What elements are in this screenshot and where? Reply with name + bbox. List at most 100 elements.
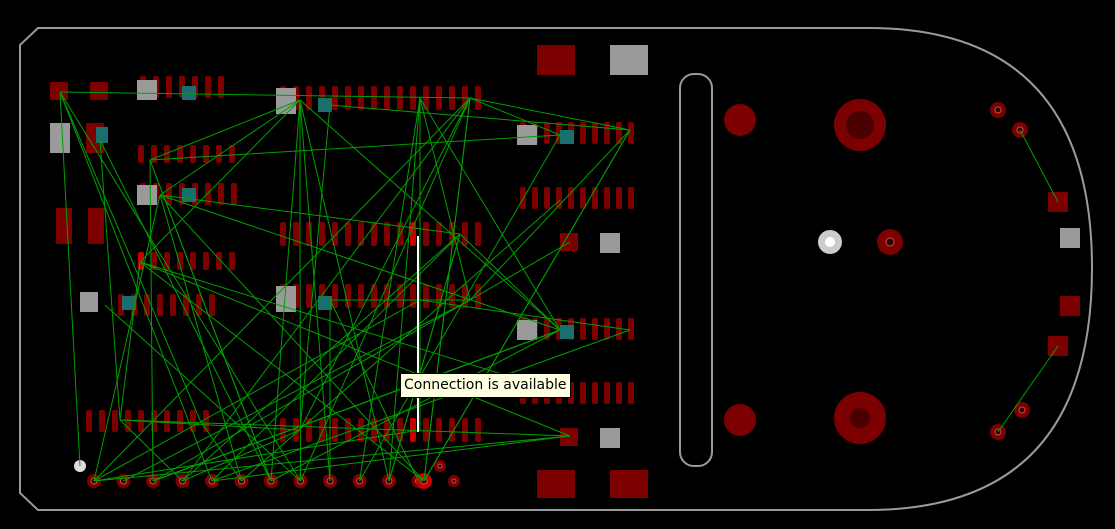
ratsnest-line (59, 91, 213, 482)
ic-pin (628, 382, 634, 404)
mounting-pad (724, 404, 756, 436)
ic-pin (209, 294, 215, 316)
ic-pin (229, 252, 235, 270)
ic-pin (580, 187, 586, 209)
pad (90, 82, 108, 100)
ratsnest-line (149, 159, 154, 482)
ic-pin (423, 86, 429, 110)
ic-pin (371, 284, 377, 308)
ratsnest-line (139, 261, 561, 393)
ic-pin (319, 222, 325, 246)
ic-pin (628, 187, 634, 209)
ratsnest-line (469, 241, 571, 301)
ic-pin (544, 122, 550, 144)
ratsnest-line (149, 159, 272, 482)
ratsnest-line (159, 194, 425, 482)
ratsnest-line (299, 234, 301, 482)
ratsnest-line (359, 97, 421, 482)
ratsnest-line (469, 97, 631, 131)
pad (560, 428, 578, 446)
pad (96, 127, 108, 143)
pads-layer (50, 45, 1080, 498)
ic-pin (112, 410, 118, 432)
ratsnest-line (93, 299, 421, 482)
ic-pin (397, 284, 403, 308)
pad (537, 45, 575, 75)
ic-pin (332, 284, 338, 308)
ic-pin (280, 418, 286, 442)
ic-pin (604, 187, 610, 209)
ic-pin (203, 252, 209, 270)
ic-pin (345, 86, 351, 110)
ic-pin (144, 294, 150, 316)
ratsnest-line (211, 435, 571, 482)
pad (560, 130, 574, 144)
ic-pin (475, 222, 481, 246)
ratsnest-line (182, 97, 471, 482)
ic-pin (358, 284, 364, 308)
pad (537, 470, 575, 498)
ratsnest-line (388, 233, 461, 482)
ic-pin (218, 76, 224, 98)
ratsnest-line (93, 194, 161, 482)
ic-pin (449, 284, 455, 308)
ic-pin (138, 145, 144, 163)
ratsnest-line (182, 429, 301, 482)
ratsnest-line (423, 129, 631, 482)
mounting-hole (825, 237, 835, 247)
ic-pin (628, 122, 634, 144)
ic-pin (592, 318, 598, 340)
ic-pin (229, 145, 235, 163)
ic-pin (475, 418, 481, 442)
ic-pin (99, 410, 105, 432)
pad (517, 320, 537, 340)
pad (122, 296, 136, 310)
ic-pin (462, 222, 468, 246)
ic-pin (532, 187, 538, 209)
ratsnest-line (459, 233, 561, 331)
ic-pin (345, 284, 351, 308)
ic-pin (580, 318, 586, 340)
mounting-hole (846, 111, 874, 139)
ic-pin (423, 418, 429, 442)
ic-pin (410, 284, 416, 308)
ic-pin (371, 86, 377, 110)
board-outline (19, 27, 1094, 511)
ratsnest-line (152, 329, 561, 482)
ic-pin (205, 76, 211, 98)
ratsnest-line (469, 97, 561, 136)
ic-pin (332, 418, 338, 442)
ic-pin (319, 418, 325, 442)
ic-pin (280, 222, 286, 246)
ratsnest-line (159, 194, 242, 482)
via-pad-hole (994, 106, 1002, 114)
connection-tooltip: Connection is available (400, 373, 571, 398)
ic-pin (306, 86, 312, 110)
ic-pin (628, 318, 634, 340)
ratsnest-line (99, 139, 121, 421)
pad (318, 296, 332, 310)
ratsnest-line (139, 261, 425, 482)
ratsnest-line (119, 261, 141, 421)
pad (600, 428, 620, 448)
pad (137, 185, 157, 205)
pad (1060, 296, 1080, 316)
ratsnest-line (104, 304, 301, 482)
pad (80, 292, 98, 312)
ratsnest-line (211, 329, 631, 482)
ic-pin (580, 382, 586, 404)
ratsnest-line (997, 345, 1059, 433)
via-pad-hole (1018, 406, 1026, 414)
ic-pin (462, 418, 468, 442)
ic-pin (475, 86, 481, 110)
ratsnest-line (59, 91, 201, 421)
ic-pin (166, 76, 172, 98)
ic-pin (190, 252, 196, 270)
ratsnest-line (149, 99, 301, 161)
ic-pin (423, 284, 429, 308)
ic-pin (616, 382, 622, 404)
ic-pin (384, 222, 390, 246)
ic-pin (436, 418, 442, 442)
ic-pin (423, 222, 429, 246)
